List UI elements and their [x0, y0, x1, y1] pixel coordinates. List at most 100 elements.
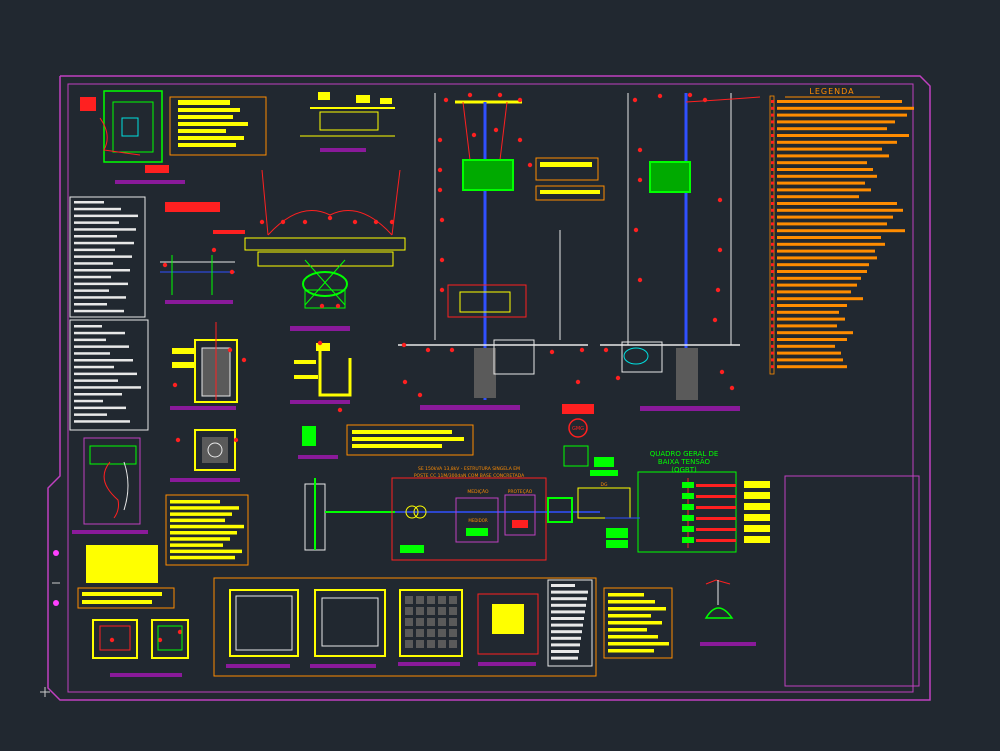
- annotation-marker: [717, 247, 723, 253]
- legend-entry-marker: [771, 338, 774, 341]
- legend-entry-line: [777, 270, 867, 273]
- note-line: [608, 614, 651, 618]
- substation-caption-line1: SE 150kVA 13,8kV - ESTRUTURA SINGELA EM: [418, 466, 520, 472]
- annotation-marker: [317, 340, 323, 346]
- annotation-marker: [517, 97, 523, 103]
- annotation-marker: [437, 167, 443, 173]
- annotation-marker: [373, 219, 379, 225]
- legend-entry-line: [777, 120, 895, 124]
- legend-entry-line: [777, 222, 887, 226]
- annotation-marker: [211, 247, 217, 253]
- annotation-marker: [233, 437, 239, 443]
- legend-entry-marker: [771, 120, 774, 124]
- note-line: [551, 603, 586, 607]
- legend-entry-line: [777, 208, 903, 212]
- note-line: [170, 531, 237, 535]
- pole-elevation-front: [398, 93, 588, 410]
- annotation-marker: [402, 379, 408, 385]
- feeder-label: [744, 492, 770, 499]
- note-line: [608, 607, 666, 611]
- feeder-cable: [696, 495, 736, 498]
- grid-cell: [449, 629, 457, 637]
- annotation-marker: [632, 97, 638, 103]
- legend-entry-line: [777, 324, 837, 328]
- annotation-marker: [227, 347, 233, 353]
- cell-label-dg: DG: [601, 482, 608, 488]
- legend-entry-marker: [771, 229, 774, 233]
- grid-cell: [438, 640, 446, 648]
- legend-entry-marker: [771, 147, 774, 151]
- grid-cell: [405, 640, 413, 648]
- legend-entry-line: [777, 134, 909, 137]
- note-line: [74, 241, 134, 245]
- legend-entry-marker: [771, 215, 774, 219]
- grid-cell: [438, 596, 446, 604]
- feeder-breaker: [682, 504, 694, 510]
- annotation-marker: [229, 269, 235, 275]
- note-line: [74, 269, 130, 272]
- note-line: [74, 303, 107, 306]
- annotation-marker: [437, 137, 443, 143]
- note-line: [608, 649, 654, 653]
- note-line: [74, 262, 113, 265]
- feeder-label: [744, 536, 770, 543]
- conduit-detail: [290, 343, 352, 404]
- legend-entry-line: [777, 283, 857, 287]
- grid-cell: [405, 629, 413, 637]
- legend-entry-marker: [771, 351, 774, 355]
- grid-cell: [405, 596, 413, 604]
- legend-entry-line: [777, 365, 847, 369]
- note-line: [551, 623, 583, 627]
- note-line: [551, 630, 582, 634]
- annotation-marker: [425, 347, 431, 353]
- note-line: [74, 325, 102, 328]
- legend-entry-marker: [771, 154, 774, 158]
- legend-entry-line: [777, 147, 882, 151]
- note-line: [74, 386, 141, 389]
- annotation-markers: [109, 92, 735, 643]
- annotation-marker: [717, 197, 723, 203]
- legend-entry-line: [777, 100, 902, 103]
- cable-termination-detail: [72, 437, 148, 534]
- grid-cell: [416, 629, 424, 637]
- annotation-marker: [389, 219, 395, 225]
- note-line: [170, 506, 239, 510]
- legend-title: LEGENDA: [809, 87, 854, 96]
- legend-entry-line: [777, 331, 853, 335]
- note-line: [74, 379, 118, 382]
- legend-entry-line: [777, 195, 859, 199]
- legend-entry-marker: [771, 242, 774, 246]
- annotation-marker: [633, 227, 639, 233]
- note-line: [74, 406, 126, 410]
- annotation-marker: [177, 629, 183, 635]
- legend-entry-line: [777, 249, 875, 253]
- cabin-floor-grid: [405, 596, 457, 648]
- legend-entry-marker: [771, 236, 774, 239]
- note-line: [74, 420, 130, 423]
- legend-entry-marker: [771, 168, 774, 171]
- legend-entry-line: [777, 202, 897, 205]
- annotation-marker: [302, 219, 308, 225]
- annotation-marker: [467, 92, 473, 98]
- annotation-marker: [575, 379, 581, 385]
- inspection-box-plan: [170, 429, 240, 482]
- note-line: [551, 597, 587, 601]
- annotation-marker: [603, 347, 609, 353]
- annotation-marker: [657, 93, 663, 99]
- notes-block-1: [169, 96, 267, 156]
- note-line: [74, 331, 125, 335]
- annotation-marker: [615, 375, 621, 381]
- cell-label-protecao: PROTEÇÃO: [508, 488, 533, 495]
- legend-entry-line: [777, 290, 851, 294]
- annotation-marker: [687, 92, 693, 98]
- note-line: [74, 365, 114, 369]
- annotation-marker: [712, 317, 718, 323]
- note-line: [74, 309, 124, 313]
- grid-cell: [405, 618, 413, 626]
- grid-cell: [449, 596, 457, 604]
- feeder-label: [744, 525, 770, 532]
- grid-cell: [449, 618, 457, 626]
- annotation-marker: [401, 342, 407, 348]
- bushing-detail: [298, 426, 338, 459]
